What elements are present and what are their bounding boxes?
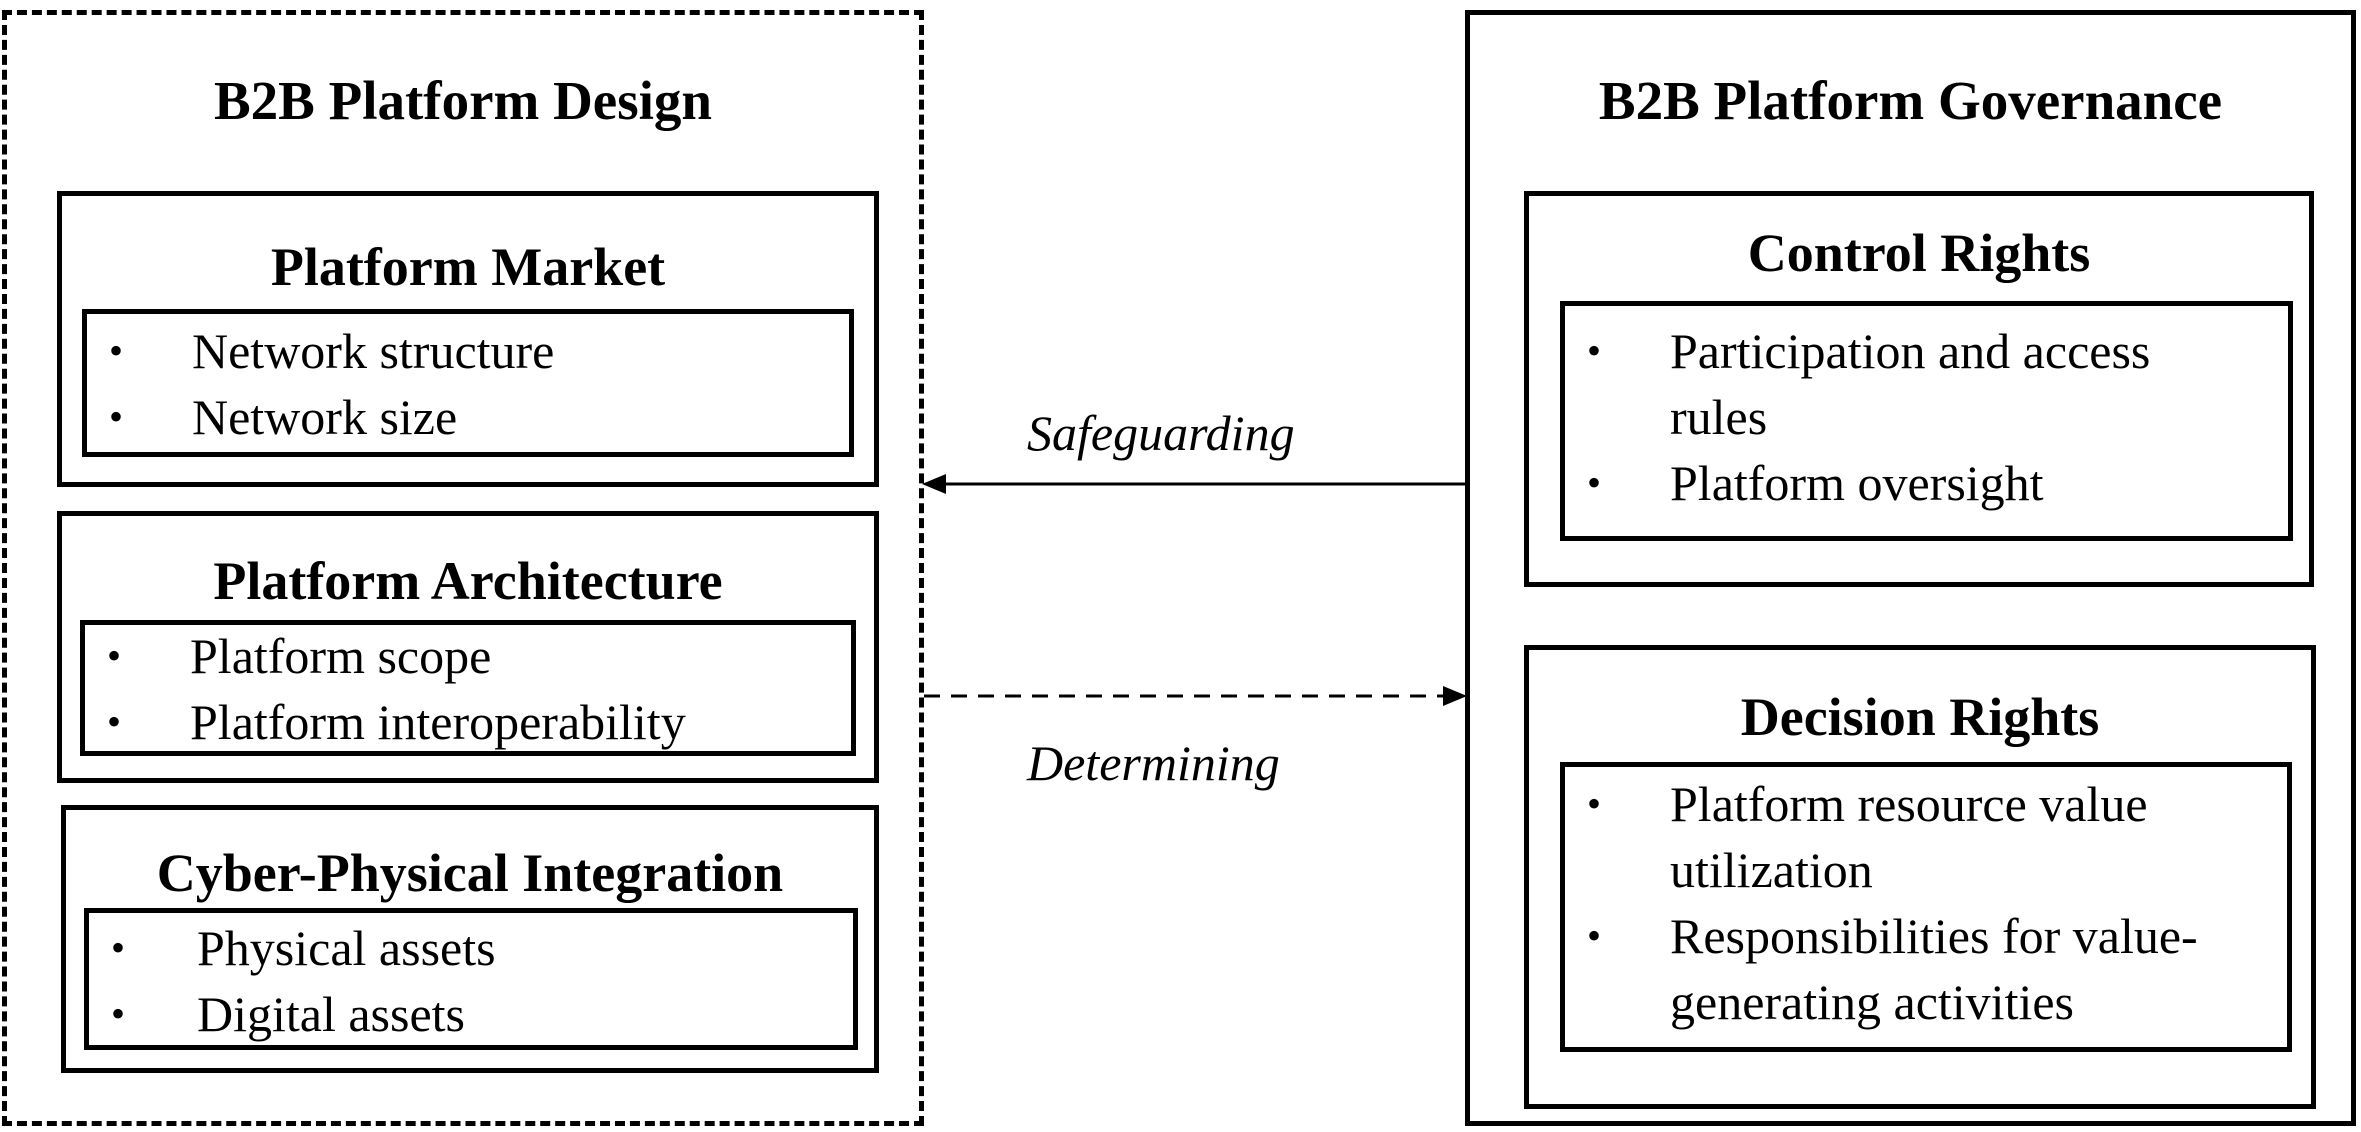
list-item-text: Network structure bbox=[192, 323, 555, 379]
bullet-icon: • bbox=[109, 394, 124, 439]
cyber-physical-list: • Physical assets • Digital assets bbox=[84, 908, 858, 1050]
list-item-text: rules bbox=[1670, 389, 1768, 445]
list-item-text: Platform resource value bbox=[1670, 776, 2148, 832]
bullet-icon: • bbox=[111, 991, 126, 1036]
bullet-icon: • bbox=[1587, 913, 1602, 958]
bullet-icon: • bbox=[107, 699, 122, 744]
control-rights-title: Control Rights bbox=[1747, 223, 2091, 283]
cyber-physical-title: Cyber-Physical Integration bbox=[156, 843, 784, 903]
design-group-title: B2B Platform Design bbox=[213, 70, 712, 131]
safeguarding-label: Safeguarding bbox=[1027, 405, 1295, 461]
governance-group-title: B2B Platform Governance bbox=[1598, 70, 2223, 131]
determining-label: Determining bbox=[1027, 735, 1280, 791]
list-item-text: utilization bbox=[1670, 842, 1873, 898]
platform-architecture-list: • Platform scope • Platform interoperabi… bbox=[80, 620, 856, 756]
bullet-icon: • bbox=[107, 633, 122, 678]
list-item-text: Digital assets bbox=[197, 986, 466, 1042]
control-rights-list: • Participation and access rules • Platf… bbox=[1560, 301, 2293, 541]
list-item-text: Platform scope bbox=[190, 628, 492, 684]
decision-rights-list: • Platform resource value utilization • … bbox=[1560, 762, 2292, 1052]
bullet-icon: • bbox=[111, 925, 126, 970]
bullet-icon: • bbox=[109, 328, 124, 373]
platform-market-list: • Network structure • Network size bbox=[82, 309, 854, 457]
bullet-icon: • bbox=[1587, 460, 1602, 505]
list-item-text: Physical assets bbox=[197, 920, 496, 976]
design-group: B2B Platform Design Platform Market • Ne… bbox=[2, 10, 924, 1126]
list-item-text: Platform interoperability bbox=[190, 694, 686, 750]
cyber-physical-box: Cyber-Physical Integration • Physical as… bbox=[61, 805, 879, 1073]
safeguarding-arrow bbox=[922, 474, 1467, 494]
determining-arrow bbox=[924, 686, 1467, 706]
list-item-text: Network size bbox=[192, 389, 458, 445]
list-item-text: generating activities bbox=[1670, 974, 2075, 1030]
platform-market-box: Platform Market • Network structure • Ne… bbox=[57, 191, 879, 487]
platform-market-title: Platform Market bbox=[270, 237, 666, 297]
platform-architecture-box: Platform Architecture • Platform scope •… bbox=[57, 511, 879, 783]
control-rights-box: Control Rights • Participation and acces… bbox=[1524, 191, 2314, 587]
platform-architecture-title: Platform Architecture bbox=[213, 551, 723, 611]
list-item-text: Responsibilities for value- bbox=[1670, 908, 2198, 964]
governance-group: B2B Platform Governance Control Rights •… bbox=[1465, 10, 2356, 1126]
decision-rights-title: Decision Rights bbox=[1740, 687, 2100, 747]
decision-rights-box: Decision Rights • Platform resource valu… bbox=[1524, 645, 2316, 1109]
list-item-text: Platform oversight bbox=[1670, 455, 2044, 511]
bullet-icon: • bbox=[1587, 781, 1602, 826]
bullet-icon: • bbox=[1587, 328, 1602, 373]
list-item-text: Participation and access bbox=[1670, 323, 2151, 379]
